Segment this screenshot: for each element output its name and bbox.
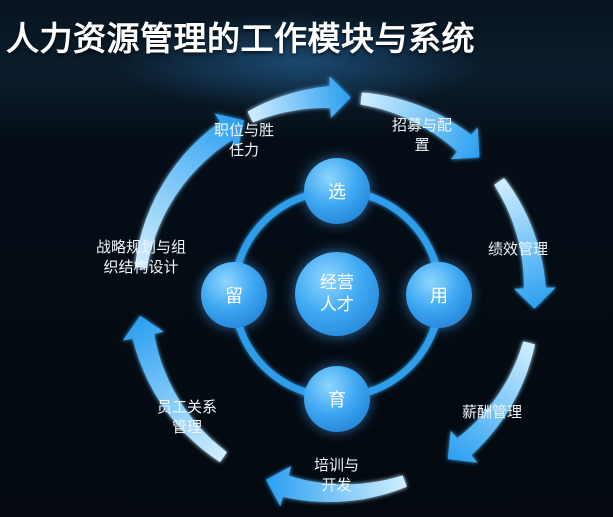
center-circle: 经营 人才	[295, 252, 379, 336]
node-develop: 育	[304, 366, 370, 432]
label-compensation: 薪酬管理	[462, 403, 523, 421]
center-label-line1: 经营	[320, 273, 354, 293]
arrow-upper-left	[134, 113, 244, 269]
node-select-label: 选	[328, 182, 346, 203]
arrow-upper-right	[494, 178, 556, 309]
arrow-top	[360, 92, 480, 160]
label-employee-relations: 员工关系 管理	[157, 398, 218, 436]
page-title: 人力资源管理的工作模块与系统	[6, 19, 475, 58]
arrow-lower-left	[122, 315, 227, 463]
arrow-top-left	[247, 76, 351, 123]
node-retain-label: 留	[225, 286, 243, 307]
arrow-lower-right	[447, 341, 535, 463]
node-develop-label: 育	[328, 390, 346, 411]
node-use-label: 用	[430, 286, 448, 307]
outer-cycle-arrows	[122, 76, 556, 507]
label-job-competency: 职位与胜 任力	[214, 121, 275, 159]
label-performance: 绩效管理	[488, 240, 549, 258]
center-label-line2: 人才	[320, 295, 354, 315]
label-training: 培训与 开发	[314, 456, 360, 494]
arrow-bottom	[266, 466, 407, 507]
node-select: 选	[304, 158, 370, 224]
node-use: 用	[406, 262, 472, 328]
label-strategy-org: 战略规划与组 织结构设计	[96, 238, 187, 276]
node-retain: 留	[201, 262, 267, 328]
label-recruitment: 招募与配 置	[392, 116, 453, 154]
